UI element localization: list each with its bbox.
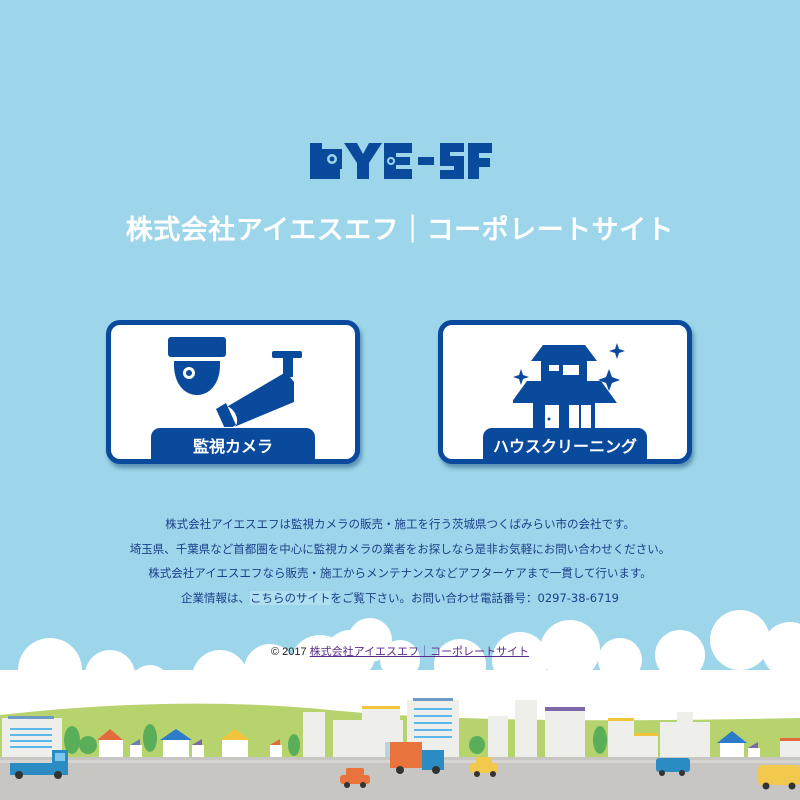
- description-line-2: 埼玉県、千葉県など首都圏を中心に監視カメラの業者をお探しなら是非お気軽にお問い合…: [129, 541, 671, 556]
- description-line-1: 株式会社アイエスエフは監視カメラの販売・施工を行う茨城県つくばみらい市の会社です…: [165, 517, 635, 531]
- cityscape-illustration: [0, 610, 800, 800]
- van-blue: [656, 758, 690, 776]
- truck-orange: [390, 742, 444, 774]
- house-cleaning-icon: [513, 343, 625, 431]
- footer-home-link[interactable]: 株式会社アイエスエフ｜コーポレートサイト: [309, 646, 530, 658]
- security-camera-card[interactable]: 監視カメラ: [106, 320, 360, 464]
- house-cleaning-label: ハウスクリーニング: [483, 428, 647, 464]
- site-title: 株式会社アイエスエフ｜コーポレートサイト: [125, 215, 675, 246]
- eye-sf-logo[interactable]: [310, 143, 492, 179]
- security-camera-label: 監視カメラ: [151, 428, 315, 464]
- company-description: 株式会社アイエスエフは監視カメラの販売・施工を行う茨城県つくばみらい市の会社です…: [0, 512, 800, 610]
- car-yellow: [470, 757, 498, 777]
- copyright-text: © 2017: [270, 646, 310, 658]
- company-site-link[interactable]: こちらのサイト: [250, 590, 331, 605]
- truck-blue: [10, 750, 68, 779]
- security-camera-icon: [168, 337, 302, 427]
- description-line-4: 企業情報は、こちらのサイトをご覧下さい。お問い合わせ電話番号：0297-38-6…: [181, 590, 619, 605]
- house-cleaning-card[interactable]: ハウスクリーニング: [438, 320, 692, 464]
- bus-yellow: [758, 765, 800, 790]
- description-line-3: 株式会社アイエスエフなら販売・施工からメンテナンスなどアフターケアまで一貫して行…: [148, 566, 652, 580]
- footer: © 2017 株式会社アイエスエフ｜コーポレートサイト: [0, 643, 800, 659]
- car-orange: [340, 768, 370, 788]
